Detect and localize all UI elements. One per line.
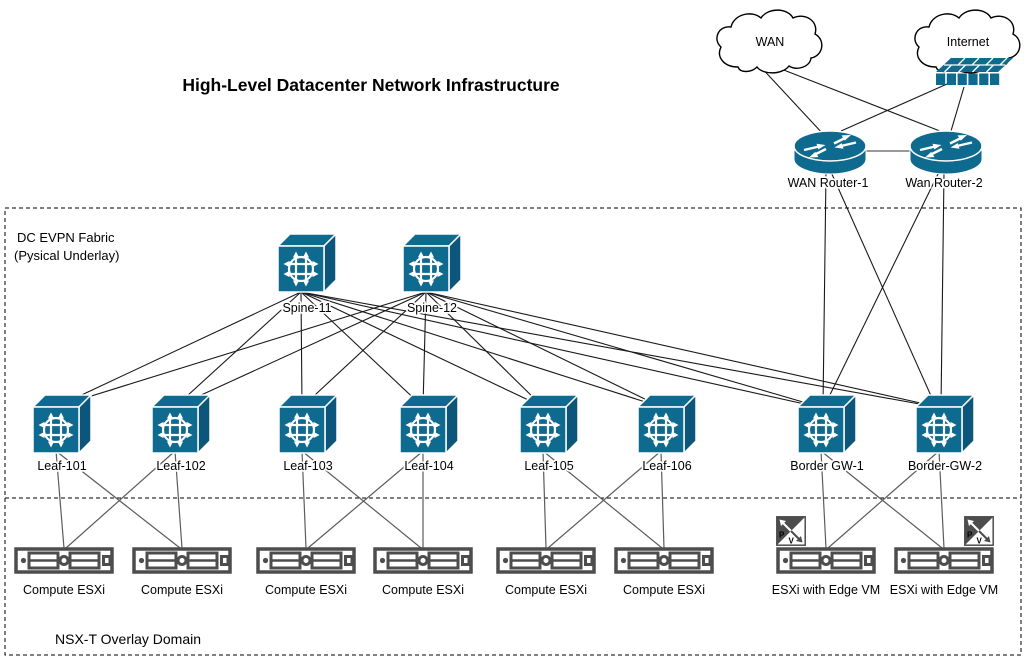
leaf-106-switch bbox=[636, 393, 698, 455]
pv-badge-p-label: P bbox=[779, 531, 785, 540]
l3-switch-icon bbox=[276, 232, 338, 294]
leaf-105-switch bbox=[518, 393, 580, 455]
fabric-boundary bbox=[4, 207, 1022, 656]
leaf-101-switch bbox=[31, 393, 93, 455]
brick-wall-icon bbox=[935, 57, 1014, 86]
l3-switch-icon bbox=[914, 393, 976, 455]
server-icon bbox=[776, 547, 876, 574]
internet-cloud-label: Internet bbox=[947, 35, 990, 49]
region-boundaries bbox=[4, 207, 1022, 656]
fabric-region-label-line1: DC EVPN Fabric bbox=[17, 230, 115, 245]
compute-esxi-label-1: Compute ESXi bbox=[23, 583, 105, 597]
wan-cloud-label: WAN bbox=[756, 35, 785, 49]
server-icon bbox=[256, 547, 356, 574]
wan-router-2-label: Wan Router-2 bbox=[905, 176, 982, 190]
wan-router-1 bbox=[792, 129, 868, 176]
compute-esxi-server-1 bbox=[14, 547, 114, 574]
leaf-101-label: Leaf-101 bbox=[37, 459, 86, 473]
server-icon bbox=[132, 547, 232, 574]
edge-esxi-label-1: ESXi with Edge VM bbox=[772, 583, 880, 597]
spine-11-label: Spine-11 bbox=[282, 301, 331, 315]
pv-badge-1: P V bbox=[775, 515, 807, 547]
l3-switch-icon bbox=[150, 393, 212, 455]
compute-esxi-server-5 bbox=[496, 547, 596, 574]
edge-esxi-server-2 bbox=[894, 547, 994, 574]
spine-12-label: Spine-12 bbox=[407, 301, 457, 315]
compute-esxi-label-4: Compute ESXi bbox=[382, 583, 464, 597]
pv-badge-v-label: V bbox=[789, 537, 795, 546]
leaf-102-switch bbox=[150, 393, 212, 455]
l3-switch-icon bbox=[796, 393, 858, 455]
wan-router-2 bbox=[908, 129, 984, 176]
compute-esxi-server-2 bbox=[132, 547, 232, 574]
cloud-router-links bbox=[757, 63, 965, 136]
leaf-104-switch bbox=[398, 393, 460, 455]
pv-badge-v-label: V bbox=[977, 537, 983, 546]
router-bordergw-links bbox=[822, 171, 945, 408]
spine-leaf-links bbox=[55, 291, 939, 408]
server-icon bbox=[14, 547, 114, 574]
l3-switch-icon bbox=[401, 232, 463, 294]
l3-switch-icon bbox=[636, 393, 698, 455]
l3-switch-icon bbox=[31, 393, 93, 455]
server-icon bbox=[373, 547, 473, 574]
edge-esxi-server-1 bbox=[776, 547, 876, 574]
internet-cloud: Internet bbox=[914, 9, 1021, 86]
leaf-103-switch bbox=[277, 393, 339, 455]
wan-cloud: WAN bbox=[716, 9, 823, 74]
router-icon bbox=[792, 129, 868, 176]
leaf-103-label: Leaf-103 bbox=[283, 459, 332, 473]
leaf-104-label: Leaf-104 bbox=[404, 459, 453, 473]
fabric-region-label-line2: (Pysical Underlay) bbox=[14, 248, 119, 263]
router-icon bbox=[908, 129, 984, 176]
compute-esxi-server-6 bbox=[614, 547, 714, 574]
server-icon bbox=[614, 547, 714, 574]
compute-esxi-server-3 bbox=[256, 547, 356, 574]
leaf-102-label: Leaf-102 bbox=[156, 459, 205, 473]
l3-switch-icon bbox=[398, 393, 460, 455]
l3-switch-icon bbox=[518, 393, 580, 455]
server-icon bbox=[496, 547, 596, 574]
compute-esxi-label-2: Compute ESXi bbox=[141, 583, 223, 597]
leaf-106-label: Leaf-106 bbox=[642, 459, 691, 473]
wan-router-1-label: WAN Router-1 bbox=[788, 176, 869, 190]
border-gw-2-switch bbox=[914, 393, 976, 455]
compute-esxi-label-3: Compute ESXi bbox=[265, 583, 347, 597]
leaf-server-links bbox=[55, 450, 945, 549]
compute-esxi-server-4 bbox=[373, 547, 473, 574]
border-gw-2-label: Border-GW-2 bbox=[908, 459, 982, 473]
spine-12-switch bbox=[401, 232, 463, 294]
edge-esxi-label-2: ESXi with Edge VM bbox=[890, 583, 998, 597]
pv-badge-p-label: P bbox=[967, 531, 973, 540]
spine-11-switch bbox=[276, 232, 338, 294]
border-gw-1-label: Border GW-1 bbox=[790, 459, 863, 473]
l3-switch-icon bbox=[277, 393, 339, 455]
leaf-105-label: Leaf-105 bbox=[524, 459, 573, 473]
server-icon bbox=[894, 547, 994, 574]
page-title: High-Level Datacenter Network Infrastruc… bbox=[182, 75, 560, 95]
border-gw-1-switch bbox=[796, 393, 858, 455]
compute-esxi-label-6: Compute ESXi bbox=[623, 583, 705, 597]
overlay-region-label: NSX-T Overlay Domain bbox=[55, 631, 201, 647]
compute-esxi-label-5: Compute ESXi bbox=[505, 583, 587, 597]
pv-badge-2: P V bbox=[963, 515, 995, 547]
